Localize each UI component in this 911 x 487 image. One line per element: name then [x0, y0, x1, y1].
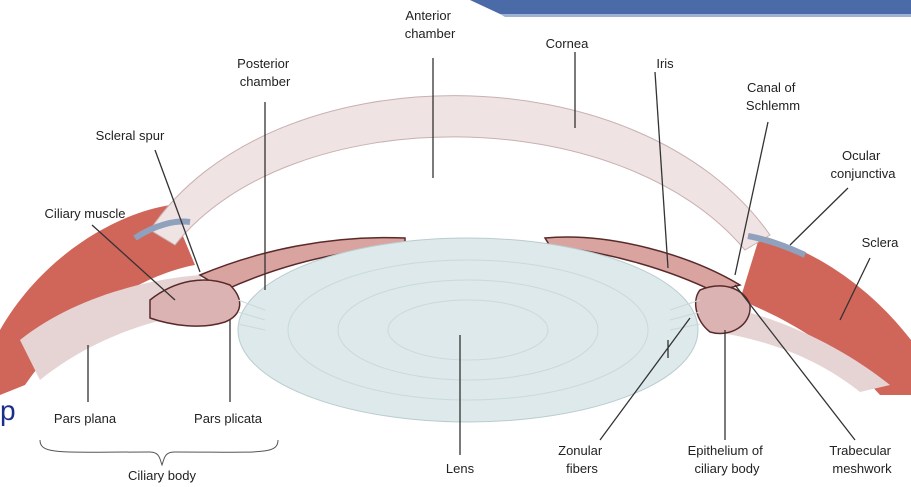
label-ocular-conjunctiva: Ocular conjunctiva: [830, 148, 896, 181]
banner-edge: [470, 0, 911, 14]
leader-ocular-conjunctiva: [790, 188, 848, 245]
label-pars-plana: Pars plana: [54, 411, 117, 426]
label-pars-plicata: Pars plicata: [194, 411, 263, 426]
label-scleral-spur: Scleral spur: [96, 128, 165, 143]
sclera-right: [740, 235, 911, 395]
label-cornea: Cornea: [546, 36, 589, 51]
label-sclera: Sclera: [862, 235, 900, 250]
label-ciliary-muscle: Ciliary muscle: [45, 206, 126, 221]
label-trabecular-meshwork: Trabecular meshwork: [829, 443, 894, 476]
label-posterior-chamber: Posterior chamber: [237, 56, 293, 89]
lens-shape: [238, 238, 698, 422]
ciliary-body-bracket: [40, 440, 278, 465]
cornea-shape: [150, 96, 770, 250]
label-anterior-chamber: Anterior chamber: [405, 8, 456, 41]
label-epithelium-of-ciliary-body: Epithelium of ciliary body: [688, 443, 767, 476]
label-lens: Lens: [446, 461, 475, 476]
label-canal-of-schlemm: Canal of Schlemm: [746, 80, 800, 113]
banner-edge-shadow: [500, 14, 911, 17]
label-iris: Iris: [656, 56, 674, 71]
partial-letter: p: [0, 395, 16, 426]
label-zonular-fibers: Zonular fibers: [558, 443, 606, 476]
label-ciliary-body: Ciliary body: [128, 468, 196, 483]
